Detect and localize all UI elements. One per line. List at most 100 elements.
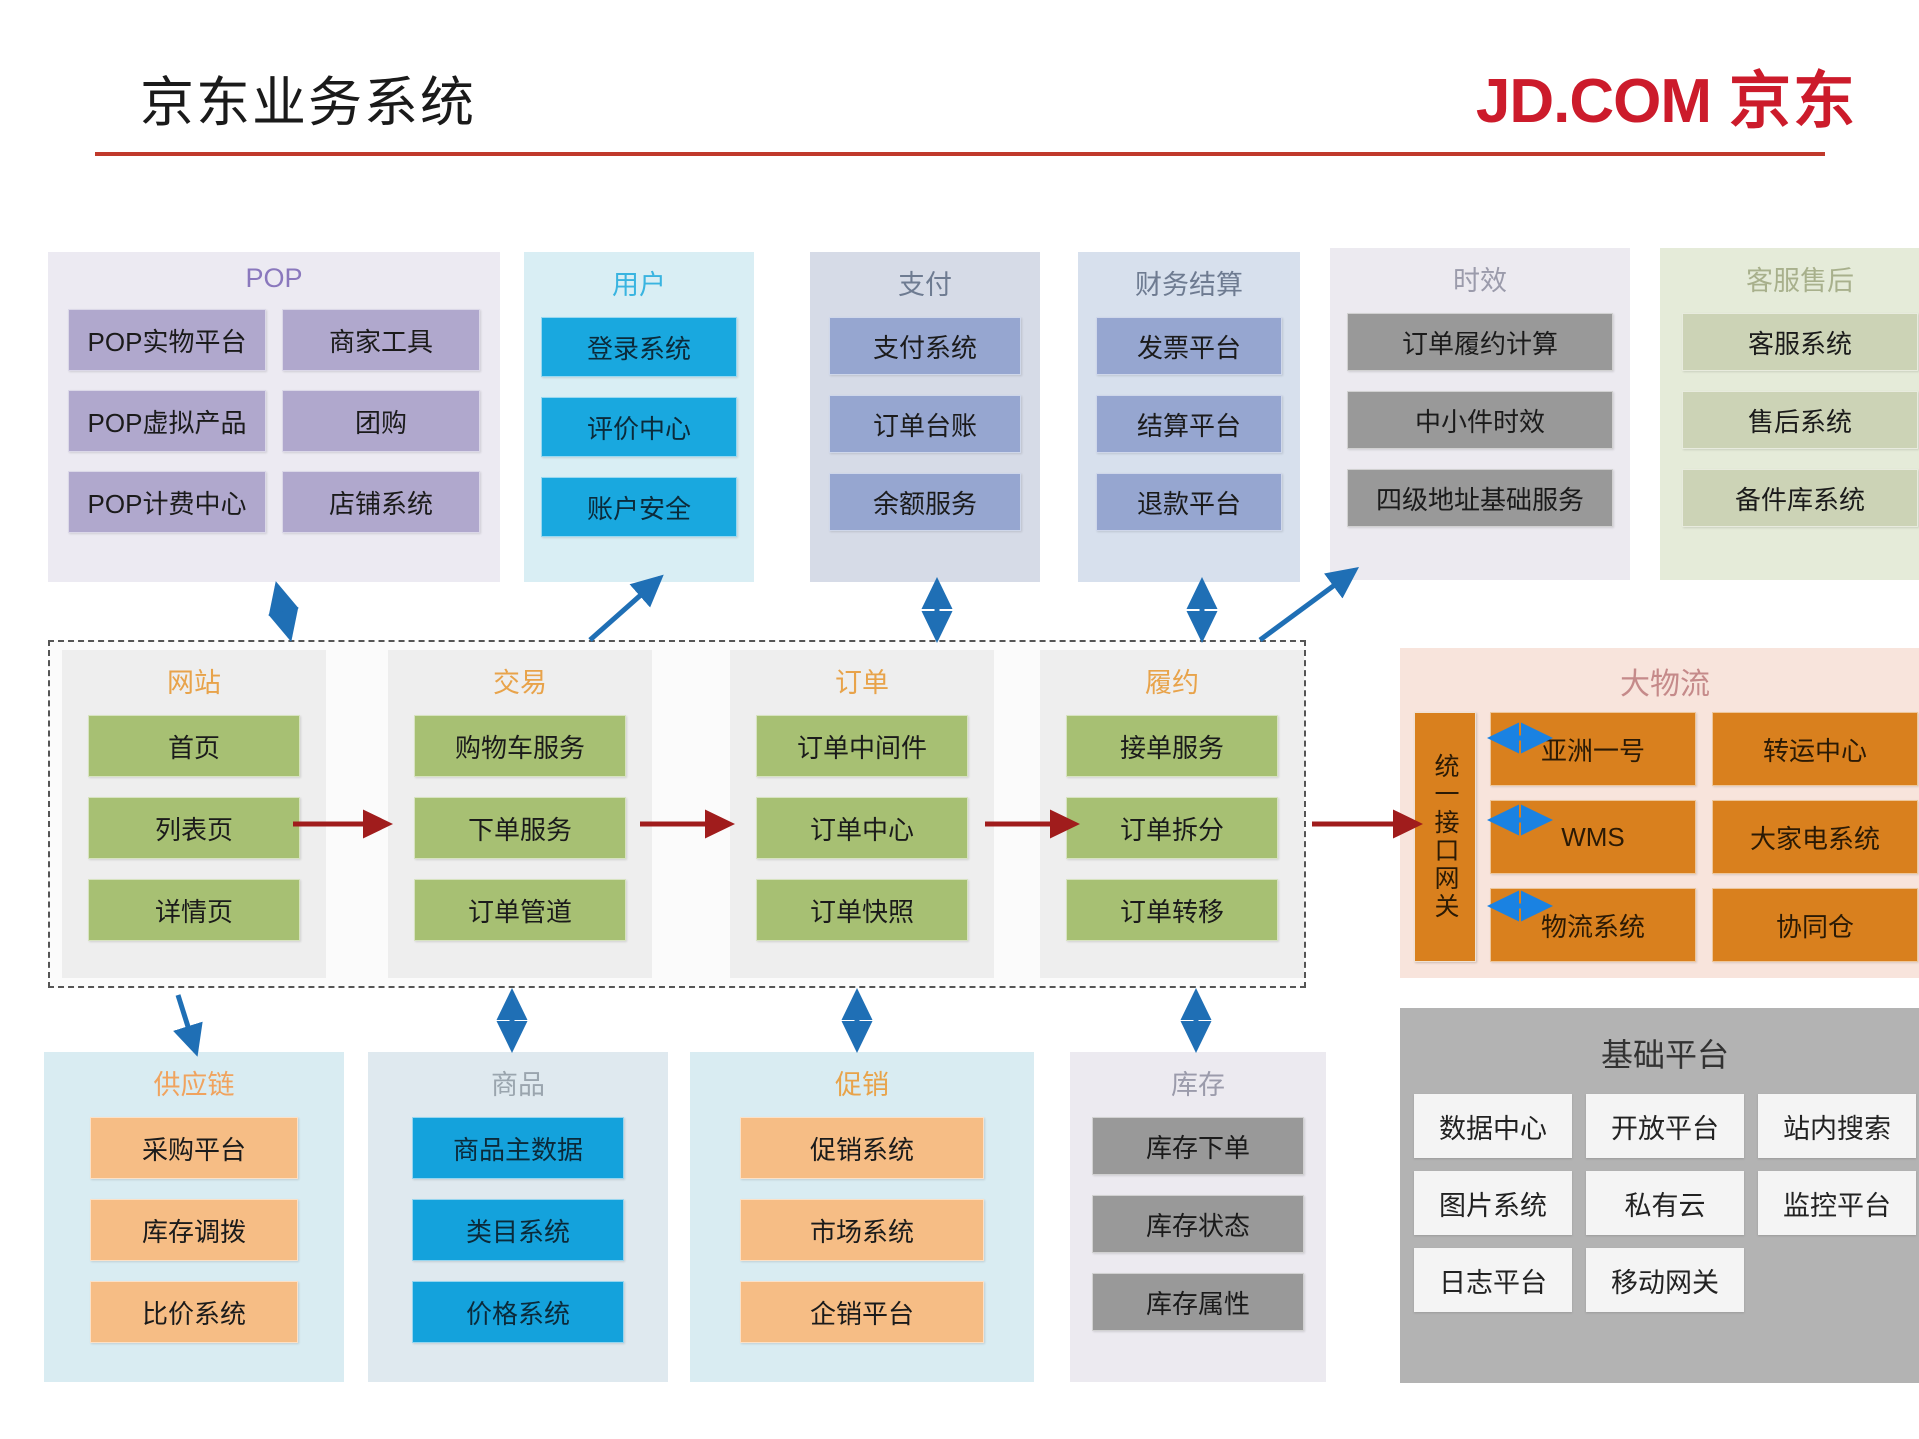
card-trade-2[interactable]: 下单服务: [414, 797, 626, 859]
card-pop-5[interactable]: POP计费中心: [68, 471, 266, 533]
card-timeliness-2[interactable]: 中小件时效: [1347, 391, 1613, 449]
card-inventory-3[interactable]: 库存属性: [1092, 1273, 1304, 1331]
logo-latin: JD.COM: [1475, 67, 1712, 136]
card-fulfillment-3[interactable]: 订单转移: [1066, 879, 1278, 941]
card-platform-3[interactable]: 站内搜索: [1758, 1094, 1916, 1158]
group-cards-supplychain: 采购平台库存调拨比价系统: [44, 1117, 344, 1343]
group-fulfillment: 履约接单服务订单拆分订单转移: [1040, 650, 1304, 978]
group-order: 订单订单中间件订单中心订单快照: [730, 650, 994, 978]
card-payment-2[interactable]: 订单台账: [829, 395, 1021, 453]
card-platform-7[interactable]: 日志平台: [1414, 1248, 1572, 1312]
card-platform-9: [1758, 1248, 1916, 1312]
card-trade-1[interactable]: 购物车服务: [414, 715, 626, 777]
logo-cn: 京东: [1728, 67, 1857, 136]
group-title-supplychain: 供应链: [153, 1070, 235, 1100]
group-promotion: 促销促销系统市场系统企销平台: [690, 1052, 1034, 1382]
card-logistics-5[interactable]: 物流系统: [1490, 888, 1696, 962]
card-user-2[interactable]: 评价中心: [541, 397, 737, 457]
card-platform-6[interactable]: 监控平台: [1758, 1171, 1916, 1235]
card-platform-1[interactable]: 数据中心: [1414, 1094, 1572, 1158]
group-title-timeliness: 时效: [1453, 266, 1507, 296]
card-finance-1[interactable]: 发票平台: [1096, 317, 1282, 375]
group-finance: 财务结算发票平台结算平台退款平台: [1078, 252, 1300, 582]
group-title-platform: 基础平台: [1600, 1037, 1729, 1073]
card-pop-3[interactable]: POP虚拟产品: [68, 390, 266, 452]
group-supplychain: 供应链采购平台库存调拨比价系统: [44, 1052, 344, 1382]
card-order-1[interactable]: 订单中间件: [756, 715, 968, 777]
group-title-product: 商品: [491, 1070, 545, 1100]
group-title-payment: 支付: [898, 270, 952, 300]
group-title-promotion: 促销: [835, 1070, 889, 1100]
card-supplychain-3[interactable]: 比价系统: [90, 1281, 298, 1343]
card-supplychain-1[interactable]: 采购平台: [90, 1117, 298, 1179]
card-aftersales-1[interactable]: 客服系统: [1682, 313, 1918, 371]
group-title-fulfillment: 履约: [1145, 668, 1199, 698]
group-payment: 支付支付系统订单台账余额服务: [810, 252, 1040, 582]
group-aftersales: 客服售后客服系统售后系统备件库系统: [1660, 248, 1919, 580]
card-platform-2[interactable]: 开放平台: [1586, 1094, 1744, 1158]
group-cards-aftersales: 客服系统售后系统备件库系统: [1660, 313, 1919, 527]
card-pop-1[interactable]: POP实物平台: [68, 309, 266, 371]
arrow-pop-website: [268, 581, 299, 642]
card-user-1[interactable]: 登录系统: [541, 317, 737, 377]
card-order-3[interactable]: 订单快照: [756, 879, 968, 941]
card-promotion-3[interactable]: 企销平台: [740, 1281, 984, 1343]
group-cards-product: 商品主数据类目系统价格系统: [368, 1117, 668, 1343]
card-timeliness-3[interactable]: 四级地址基础服务: [1347, 469, 1613, 527]
card-fulfillment-1[interactable]: 接单服务: [1066, 715, 1278, 777]
card-logistics-4[interactable]: 大家电系统: [1712, 800, 1918, 874]
group-cards-finance: 发票平台结算平台退款平台: [1078, 317, 1300, 531]
group-title-finance: 财务结算: [1135, 270, 1243, 300]
card-trade-3[interactable]: 订单管道: [414, 879, 626, 941]
card-logistics-3[interactable]: WMS: [1490, 800, 1696, 874]
card-payment-1[interactable]: 支付系统: [829, 317, 1021, 375]
card-pop-6[interactable]: 店铺系统: [282, 471, 480, 533]
card-platform-5[interactable]: 私有云: [1586, 1171, 1744, 1235]
group-website: 网站首页列表页详情页: [62, 650, 326, 978]
card-logistics-2[interactable]: 转运中心: [1712, 712, 1918, 786]
group-title-logistics: 大物流: [1620, 668, 1710, 701]
card-pop-4[interactable]: 团购: [282, 390, 480, 452]
card-logistics-gateway[interactable]: 统一接口网关: [1414, 712, 1476, 962]
card-aftersales-3[interactable]: 备件库系统: [1682, 469, 1918, 527]
card-logistics-1[interactable]: 亚洲一号: [1490, 712, 1696, 786]
card-supplychain-2[interactable]: 库存调拨: [90, 1199, 298, 1261]
card-finance-3[interactable]: 退款平台: [1096, 473, 1282, 531]
card-inventory-1[interactable]: 库存下单: [1092, 1117, 1304, 1175]
page-title: 京东业务系统: [140, 73, 476, 133]
card-pop-2[interactable]: 商家工具: [282, 309, 480, 371]
card-aftersales-2[interactable]: 售后系统: [1682, 391, 1918, 449]
card-product-1[interactable]: 商品主数据: [412, 1117, 624, 1179]
group-title-aftersales: 客服售后: [1746, 266, 1854, 296]
group-title-order: 订单: [835, 668, 889, 698]
card-fulfillment-2[interactable]: 订单拆分: [1066, 797, 1278, 859]
card-website-2[interactable]: 列表页: [88, 797, 300, 859]
group-cards-user: 登录系统评价中心账户安全: [524, 317, 754, 537]
card-logistics-6[interactable]: 协同仓: [1712, 888, 1918, 962]
group-trade: 交易购物车服务下单服务订单管道: [388, 650, 652, 978]
card-platform-8[interactable]: 移动网关: [1586, 1248, 1744, 1312]
group-cards-timeliness: 订单履约计算中小件时效四级地址基础服务: [1330, 313, 1630, 527]
arrow-website-supplychain: [173, 994, 203, 1057]
group-title-trade: 交易: [493, 668, 547, 698]
card-product-2[interactable]: 类目系统: [412, 1199, 624, 1261]
card-inventory-2[interactable]: 库存状态: [1092, 1195, 1304, 1253]
card-platform-4[interactable]: 图片系统: [1414, 1171, 1572, 1235]
card-timeliness-1[interactable]: 订单履约计算: [1347, 313, 1613, 371]
card-promotion-2[interactable]: 市场系统: [740, 1199, 984, 1261]
card-website-3[interactable]: 详情页: [88, 879, 300, 941]
card-website-1[interactable]: 首页: [88, 715, 300, 777]
group-cards-pop: POP实物平台商家工具 POP虚拟产品团购 POP计费中心店铺系统: [68, 309, 480, 533]
group-product: 商品商品主数据类目系统价格系统: [368, 1052, 668, 1382]
card-finance-2[interactable]: 结算平台: [1096, 395, 1282, 453]
card-product-3[interactable]: 价格系统: [412, 1281, 624, 1343]
group-cards-inventory: 库存下单库存状态库存属性: [1070, 1117, 1326, 1331]
card-promotion-1[interactable]: 促销系统: [740, 1117, 984, 1179]
card-user-3[interactable]: 账户安全: [541, 477, 737, 537]
group-cards-fulfillment: 接单服务订单拆分订单转移: [1040, 715, 1304, 941]
card-order-2[interactable]: 订单中心: [756, 797, 968, 859]
card-payment-3[interactable]: 余额服务: [829, 473, 1021, 531]
group-inventory: 库存库存下单库存状态库存属性: [1070, 1052, 1326, 1382]
